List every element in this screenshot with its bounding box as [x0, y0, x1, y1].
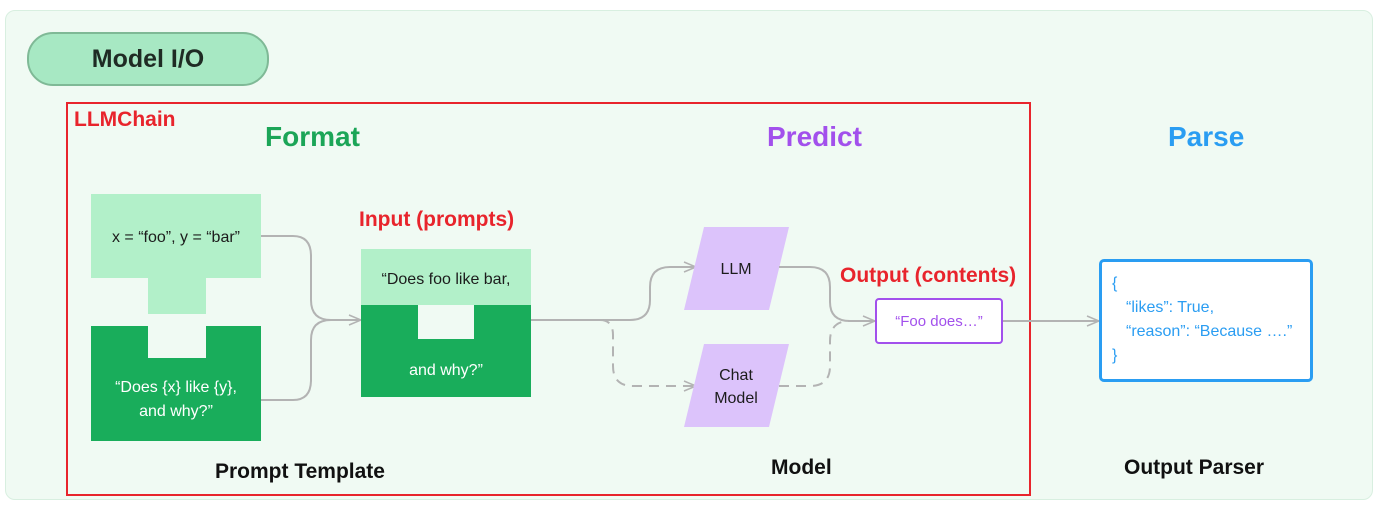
output-parser-caption: Output Parser	[1124, 456, 1265, 479]
prompt-template-caption: Prompt Template	[215, 460, 385, 483]
llm-to-output-connector	[779, 266, 875, 321]
input-prompts-label: Input (prompts)	[359, 208, 515, 231]
output-text: “Foo does…”	[895, 312, 983, 330]
chat-model-line2: Model	[714, 390, 758, 407]
template-connector	[261, 319, 332, 401]
output-box: “Foo does…”	[875, 298, 1003, 344]
template-text-line1: “Does {x} like {y},	[115, 379, 237, 396]
chat-model-line1: Chat	[719, 367, 753, 384]
output-contents-label: Output (contents)	[840, 264, 1017, 287]
prompt-to-llm-connector	[531, 267, 696, 321]
template-box	[91, 326, 261, 441]
llmchain-label: LLMChain	[74, 108, 176, 131]
variables-connector	[261, 235, 361, 320]
module-title-pill: Model I/O	[27, 32, 269, 86]
parser-line-likes: “likes”: True,	[1126, 299, 1215, 316]
llmchain-frame	[66, 102, 1031, 496]
prompt-bottom-text: and why?”	[409, 362, 483, 379]
prompt-top-text: “Does foo like bar,	[382, 271, 511, 288]
model-caption: Model	[771, 456, 832, 479]
prompt-box-top	[361, 249, 531, 305]
predict-heading: Predict	[767, 121, 862, 152]
variables-text: x = “foo”, y = “bar”	[112, 229, 240, 246]
chat-model-box	[684, 344, 789, 427]
llm-label: LLM	[720, 261, 751, 278]
parser-close-brace: }	[1112, 347, 1118, 364]
chat-to-output-connector	[779, 320, 851, 387]
parser-line-reason: “reason”: “Because ….”	[1126, 323, 1293, 340]
parser-output-box: { “likes”: True, “reason”: “Because ….” …	[1099, 259, 1313, 382]
prompt-to-chat-connector	[599, 319, 696, 386]
llm-box	[684, 227, 789, 310]
variables-box	[91, 194, 261, 314]
parse-heading: Parse	[1168, 121, 1245, 152]
prompt-box-bottom	[361, 305, 531, 397]
format-heading: Format	[265, 121, 360, 152]
template-text-line2: and why?”	[139, 403, 213, 420]
parser-open-brace: {	[1112, 275, 1118, 292]
